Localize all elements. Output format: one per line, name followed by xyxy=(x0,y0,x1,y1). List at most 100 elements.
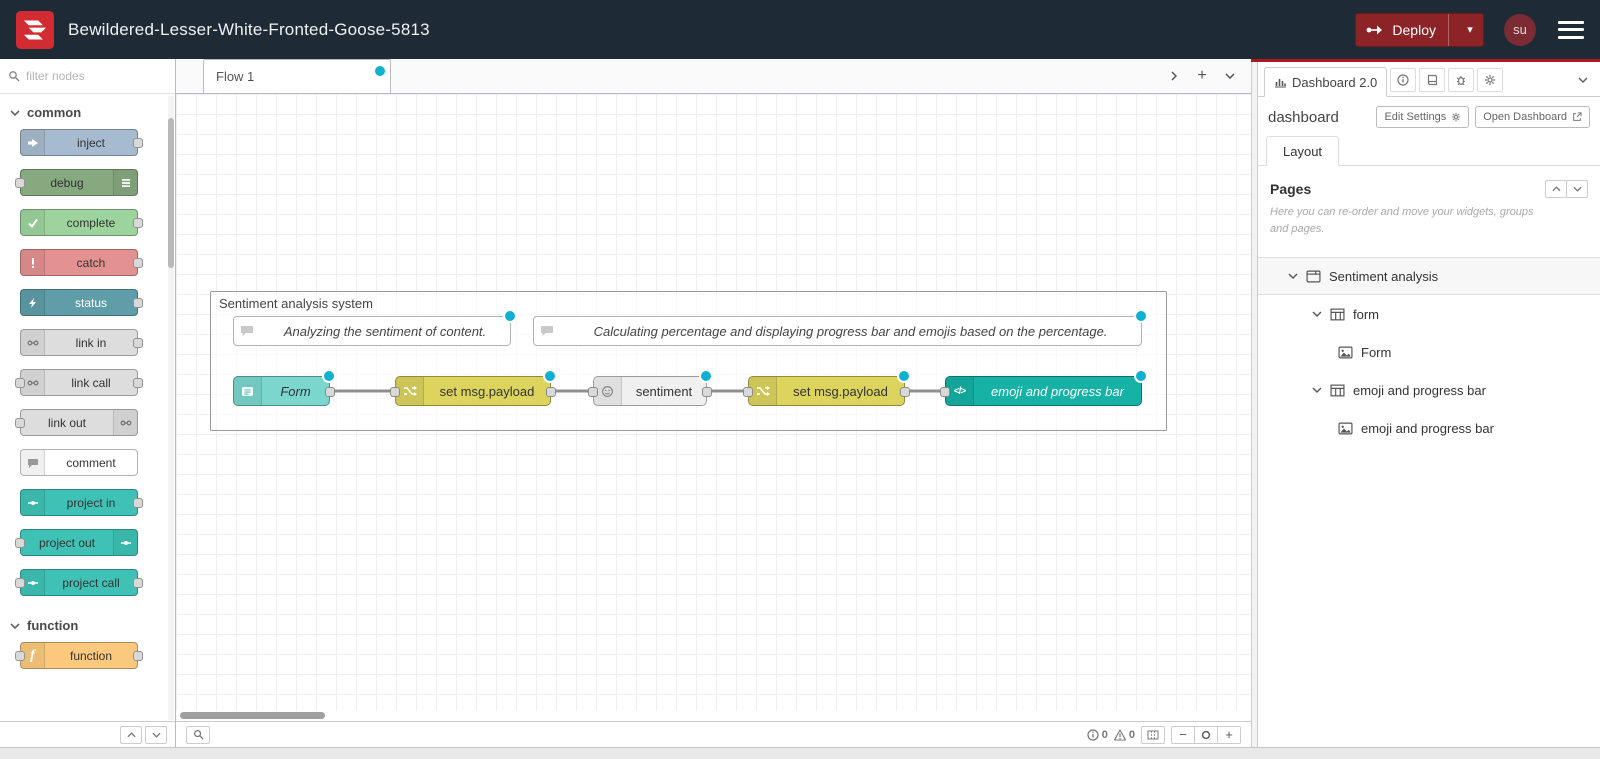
palette-node-complete[interactable]: complete xyxy=(20,209,143,236)
palette-category-function[interactable]: function xyxy=(0,609,175,642)
tree-row-widget-form[interactable]: Form xyxy=(1258,333,1600,371)
sidebar-resize-handle[interactable] xyxy=(1251,62,1258,747)
flow-node-sentiment[interactable]: sentiment xyxy=(588,371,712,406)
collapse-all-button[interactable] xyxy=(1545,180,1567,198)
input-port[interactable] xyxy=(588,387,598,397)
sidebar-info-button[interactable] xyxy=(1390,68,1417,92)
sidebar-help-button[interactable] xyxy=(1419,68,1446,92)
tree-row-group-form[interactable]: form xyxy=(1258,295,1600,333)
palette-node-comment[interactable]: comment xyxy=(20,449,138,476)
input-port[interactable] xyxy=(390,387,400,397)
zoom-reset-button[interactable] xyxy=(1194,725,1218,744)
code-icon: </> xyxy=(946,377,974,405)
output-port[interactable] xyxy=(325,387,335,397)
warning-icon xyxy=(1113,728,1126,741)
comment-node-sentiment[interactable]: Analyzing the sentiment of content. xyxy=(233,311,515,346)
link-icon xyxy=(21,330,45,355)
sentiment-icon xyxy=(594,377,622,405)
output-port[interactable] xyxy=(546,387,556,397)
tree-row-widget-emoji-progress[interactable]: emoji and progress bar xyxy=(1258,409,1600,447)
tree-row-group-emoji-progress[interactable]: emoji and progress bar xyxy=(1258,371,1600,409)
sidebar-tabs-chevron[interactable] xyxy=(1572,68,1594,92)
flow-node-form[interactable]: Form xyxy=(233,371,335,406)
tab-scroll-right-button[interactable] xyxy=(1161,63,1187,89)
flow-node-change-2[interactable]: set msg.payload xyxy=(743,371,910,406)
comment-icon xyxy=(21,450,45,475)
deploy-options-chevron-icon[interactable]: ▾ xyxy=(1467,24,1473,36)
palette-expand-all-button[interactable] xyxy=(145,725,167,744)
external-link-icon xyxy=(1573,112,1582,121)
input-port xyxy=(15,378,25,388)
input-port[interactable] xyxy=(743,387,753,397)
flow-group[interactable]: Sentiment analysis system xyxy=(210,291,1167,431)
palette-node-project-out[interactable]: project out xyxy=(15,529,138,556)
link-icon xyxy=(21,370,45,395)
flow-node-template[interactable]: </> emoji and progress bar xyxy=(940,371,1146,406)
comment-node-percentage[interactable]: Calculating percentage and displaying pr… xyxy=(533,311,1146,346)
palette-node-link-out[interactable]: link out xyxy=(15,409,138,436)
flow-node-change-1[interactable]: set msg.payload xyxy=(390,371,556,406)
main-menu-button[interactable] xyxy=(1558,20,1584,40)
output-port xyxy=(133,258,143,268)
canvas-horizontal-scrollbar[interactable] xyxy=(176,711,1251,721)
scrollbar-thumb[interactable] xyxy=(180,712,325,719)
palette-category-common[interactable]: common xyxy=(0,96,175,129)
sidebar-config-button[interactable] xyxy=(1477,68,1504,92)
zoom-out-button[interactable]: − xyxy=(1171,725,1195,744)
palette-node-project-call[interactable]: project call xyxy=(15,569,143,596)
change-icon xyxy=(396,377,424,405)
palette-node-status[interactable]: status xyxy=(20,289,143,316)
form-icon xyxy=(234,377,262,405)
palette-search[interactable] xyxy=(0,59,175,94)
catch-icon xyxy=(21,250,45,275)
palette-scrollbar[interactable] xyxy=(168,96,174,720)
tree-row-page-sentiment-analysis[interactable]: Sentiment analysis xyxy=(1258,257,1600,295)
palette-node-function[interactable]: f function xyxy=(15,642,143,669)
search-icon xyxy=(8,70,20,82)
modified-indicator xyxy=(1136,371,1146,381)
project-icon xyxy=(21,570,45,595)
user-avatar[interactable]: su xyxy=(1504,13,1536,46)
sidebar-debug-button[interactable] xyxy=(1448,68,1475,92)
app-logo-icon xyxy=(16,10,54,49)
info-icon xyxy=(1397,74,1409,86)
navigator-toggle-button[interactable] xyxy=(1141,725,1165,744)
output-port xyxy=(133,378,143,388)
pages-section-header: Pages xyxy=(1258,166,1600,200)
output-port[interactable] xyxy=(900,387,910,397)
palette-list: common inject debug complete xyxy=(0,94,175,721)
edit-settings-button[interactable]: Edit Settings xyxy=(1376,106,1470,128)
flow-canvas[interactable]: Sentiment analysis system Analyzing the … xyxy=(176,94,1251,711)
canvas-search-button[interactable] xyxy=(186,725,210,744)
palette-scrollbar-thumb[interactable] xyxy=(168,118,174,268)
gear-icon xyxy=(1485,75,1496,85)
add-flow-button[interactable]: + xyxy=(1189,63,1215,89)
book-icon xyxy=(1428,74,1438,86)
zoom-in-button[interactable]: + xyxy=(1217,725,1241,744)
expand-all-button[interactable] xyxy=(1566,180,1588,198)
output-port[interactable] xyxy=(702,387,712,397)
image-icon xyxy=(1338,346,1353,358)
node-palette: common inject debug complete xyxy=(0,59,176,747)
palette-node-link-call[interactable]: link call xyxy=(15,369,143,396)
output-port xyxy=(133,338,143,348)
tab-layout[interactable]: Layout xyxy=(1266,136,1340,166)
flow-list-button[interactable] xyxy=(1217,63,1243,89)
tab-flow-1[interactable]: Flow 1 xyxy=(203,59,391,93)
page-icon xyxy=(1306,270,1321,282)
palette-node-project-in[interactable]: project in xyxy=(20,489,143,516)
deploy-divider xyxy=(1448,13,1449,46)
zoom-reset-icon xyxy=(1201,730,1211,739)
palette-collapse-all-button[interactable] xyxy=(120,725,142,744)
palette-node-debug[interactable]: debug xyxy=(15,169,138,196)
input-port[interactable] xyxy=(940,387,950,397)
workspace-tab-bar: Flow 1 + xyxy=(176,59,1251,94)
palette-node-link-in[interactable]: link in xyxy=(20,329,143,356)
open-dashboard-button[interactable]: Open Dashboard xyxy=(1475,106,1590,128)
palette-footer xyxy=(0,721,175,747)
palette-node-catch[interactable]: catch xyxy=(20,249,143,276)
deploy-button[interactable]: Deploy ▾ xyxy=(1355,12,1484,47)
palette-node-inject[interactable]: inject xyxy=(20,129,143,156)
tab-dashboard-2[interactable]: Dashboard 2.0 xyxy=(1264,67,1388,97)
palette-filter-input[interactable] xyxy=(26,69,146,83)
